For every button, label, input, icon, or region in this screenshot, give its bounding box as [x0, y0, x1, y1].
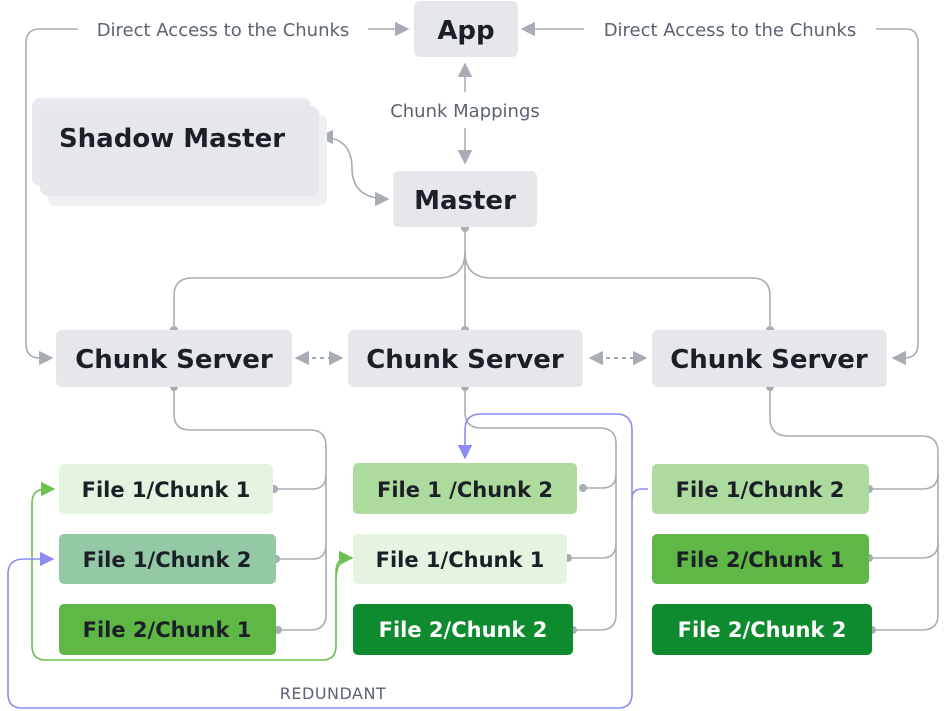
chunk-server-3-label: Chunk Server	[670, 345, 868, 375]
server1-chunk-2: File 1/Chunk 2	[59, 534, 276, 584]
server3-chunk-3: File 2/Chunk 2	[652, 604, 872, 655]
redundant-purple-path	[7, 488, 648, 709]
server2-chunk-3: File 2/Chunk 2	[353, 604, 573, 655]
chunk-label: File 1/Chunk 1	[82, 478, 251, 502]
shadow-master-edge	[318, 129, 390, 207]
chunk-server-1: Chunk Server	[56, 330, 292, 387]
chunk-label: File 1/Chunk 2	[676, 478, 845, 502]
redundant-green-path	[31, 481, 352, 661]
chunk-label: File 2/Chunk 2	[678, 618, 847, 642]
chunk-server-2: Chunk Server	[348, 330, 583, 387]
server3-trunk	[769, 387, 939, 631]
chunk-label: File 2/Chunk 1	[676, 548, 845, 572]
master-label: Master	[414, 186, 516, 216]
server2-chunk-2: File 1/Chunk 1	[353, 534, 567, 584]
server2-trunk	[464, 387, 617, 631]
chunk-server-2-label: Chunk Server	[366, 345, 564, 375]
shadow-master-node: Shadow Master	[32, 98, 327, 206]
shadow-master-label: Shadow Master	[59, 124, 285, 154]
redundant-label: REDUNDANT	[280, 684, 386, 703]
chunk-label: File 2/Chunk 2	[379, 618, 548, 642]
master-node: Master	[393, 171, 537, 227]
chunk-mappings-label: Chunk Mappings	[390, 101, 540, 122]
chunk-label: File 2/Chunk 1	[83, 618, 252, 642]
direct-access-left-label: Direct Access to the Chunks	[97, 20, 350, 41]
server3-chunk-2: File 2/Chunk 1	[652, 534, 869, 584]
app-label: App	[437, 16, 494, 46]
redundant-paths	[7, 413, 648, 709]
chunk-server-3: Chunk Server	[652, 330, 887, 387]
chunk-label: File 1 /Chunk 2	[377, 478, 553, 502]
server1-chunk-1: File 1/Chunk 1	[59, 464, 273, 514]
server2-chunk-1: File 1 /Chunk 2	[353, 463, 577, 514]
server3-chunk-1: File 1/Chunk 2	[652, 464, 869, 514]
server1-trunk	[173, 387, 327, 631]
redundant-green-arrow-2	[335, 550, 354, 581]
chunk-server-1-label: Chunk Server	[75, 345, 273, 375]
app-node: App	[414, 1, 518, 57]
direct-access-left-edge	[25, 28, 80, 366]
redundant-purple-top-path	[457, 413, 633, 499]
chunk-label: File 1/Chunk 2	[83, 548, 252, 572]
connectors	[25, 21, 939, 631]
server1-chunk-3: File 2/Chunk 1	[59, 604, 276, 655]
chunk-label: File 1/Chunk 1	[376, 548, 545, 572]
direct-access-right-label: Direct Access to the Chunks	[604, 20, 857, 41]
direct-access-right-edge	[872, 28, 919, 366]
